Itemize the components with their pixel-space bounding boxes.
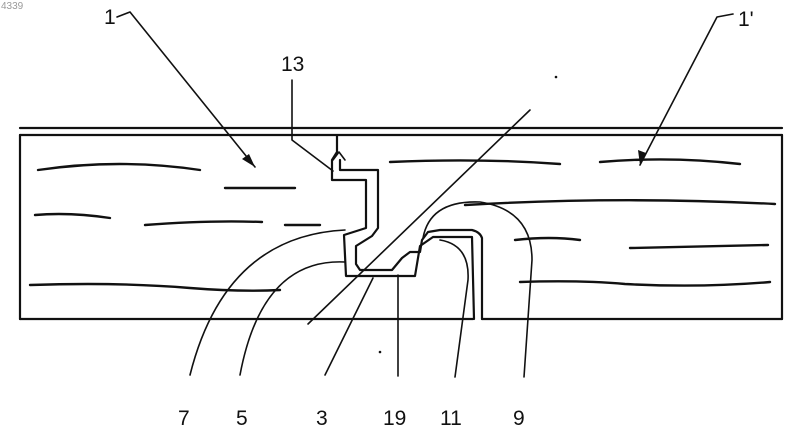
label-board-left: 1 (104, 6, 116, 29)
label-13: 13 (281, 53, 304, 76)
corner-code: 4339 (1, 1, 24, 12)
label-5: 5 (236, 407, 248, 430)
speck (555, 76, 558, 79)
section-line (308, 110, 530, 324)
label-11: 11 (440, 407, 462, 430)
label-3: 3 (316, 407, 328, 430)
leader-lines (117, 12, 733, 377)
speck (379, 351, 382, 354)
label-7: 7 (178, 407, 190, 430)
label-19: 19 (383, 407, 406, 430)
label-board-right: 1' (738, 8, 754, 31)
label-9: 9 (513, 407, 525, 430)
wood-grain (30, 159, 775, 290)
board-outline (20, 128, 782, 319)
arrowheads (242, 150, 646, 167)
